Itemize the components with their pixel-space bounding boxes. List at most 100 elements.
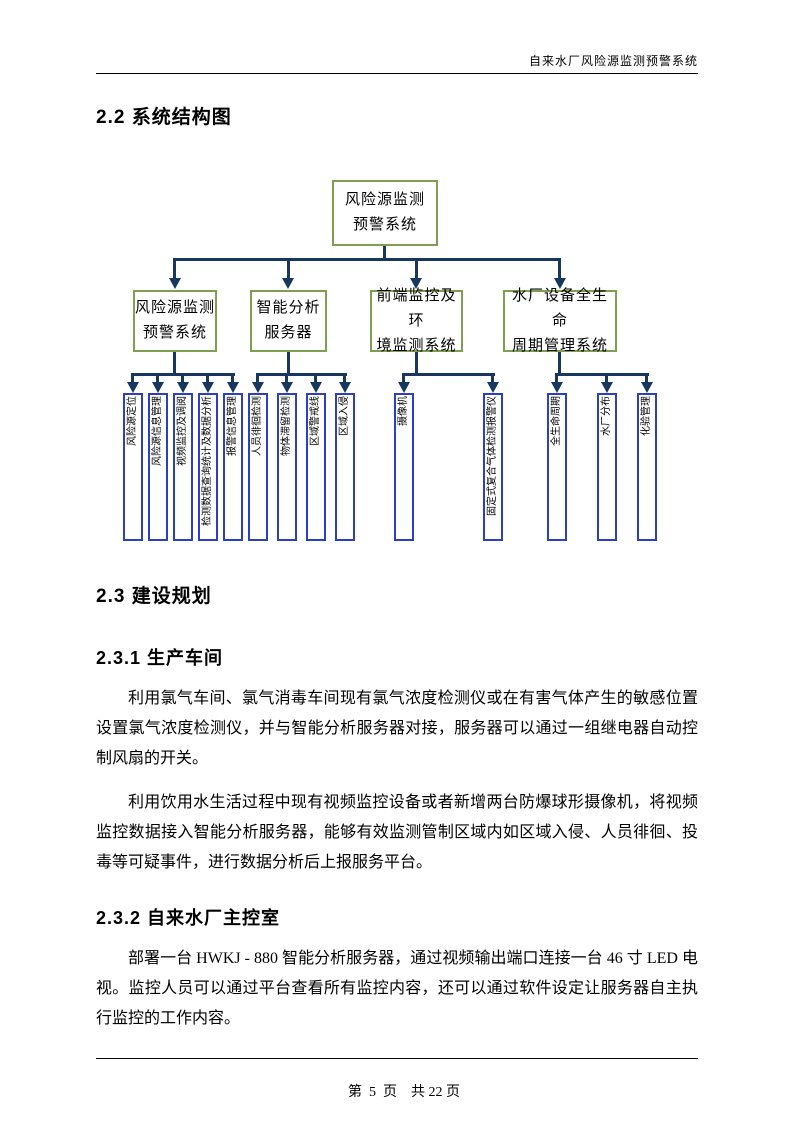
arrow-down-icon (169, 278, 181, 289)
connector-child-drop (605, 376, 608, 383)
org-child-box: 水厂分布 (597, 393, 617, 541)
org-child-label: 风险源定位 (127, 396, 138, 446)
connector-root-stub (383, 246, 386, 258)
org-group-label: 水厂设备全生命 (511, 287, 608, 329)
arrow-down-icon (252, 382, 264, 393)
org-child-box: 摄像机 (394, 393, 414, 541)
arrow-down-icon (554, 278, 566, 289)
doc-footer: 第 5 页 共 22 页 (96, 1058, 698, 1117)
org-child-box: 化验管理 (637, 393, 657, 541)
arrow-down-icon (227, 382, 239, 393)
connector-group-horizontal (256, 373, 347, 376)
connector-drop (558, 261, 561, 278)
org-root-label-line1: 风险源监测 (344, 192, 425, 208)
connector-child-drop (645, 376, 648, 383)
org-child-label: 物体滞留检测 (281, 396, 292, 456)
org-group-label: 前端监控及环 (376, 287, 457, 329)
arrow-down-icon (339, 382, 351, 393)
system-structure-diagram: 风险源监测 预警系统 风险源监测 预警系统 智能分析 服务器 前端监控及环 境监… (0, 173, 793, 551)
connector-child-drop (231, 376, 234, 383)
connector-child-drop (206, 376, 209, 383)
org-child-box: 区域警戒线 (306, 393, 326, 541)
org-child-label: 区域入侵 (339, 396, 350, 436)
arrow-down-icon (398, 382, 410, 393)
connector-root-horizontal (173, 258, 561, 261)
connector-group-stub (558, 352, 561, 373)
org-child-box: 报警信息管理 (223, 393, 243, 541)
org-child-label: 风险源信息管理 (152, 396, 163, 466)
connector-group-stub (173, 352, 176, 373)
arrow-down-icon (641, 382, 653, 393)
doc-header: 自来水厂风险源监测预警系统 (96, 0, 698, 74)
arrow-down-icon (410, 278, 422, 289)
arrow-down-icon (152, 382, 164, 393)
org-child-label: 固定式复合气体检测报警仪 (487, 396, 498, 516)
org-group-label: 智能分析 (256, 300, 321, 316)
org-child-box: 固定式复合气体检测报警仪 (483, 393, 503, 541)
connector-drop (287, 261, 290, 278)
org-child-box: 视频监控及调阅 (173, 393, 193, 541)
org-child-label: 区域警戒线 (310, 396, 321, 446)
arrow-down-icon (202, 382, 214, 393)
header-rule: 自来水厂风险源监测预警系统 (96, 52, 698, 74)
org-group-box-2: 智能分析 服务器 (250, 290, 327, 352)
org-child-label: 水厂分布 (601, 396, 612, 436)
org-root-box: 风险源监测 预警系统 (332, 180, 438, 246)
paragraph: 利用饮用水生活过程中现有视频监控设备或者新增两台防爆球形摄像机，将视频监控数据接… (96, 794, 698, 871)
arrow-down-icon (310, 382, 322, 393)
connector-child-drop (555, 376, 558, 383)
arrow-down-icon (127, 382, 139, 393)
org-child-box: 风险源定位 (123, 393, 143, 541)
paragraph: 部署一台 HWKJ - 880 智能分析服务器，通过视频输出端口连接一台 46 … (96, 950, 698, 1027)
header-title: 自来水厂风险源监测预警系统 (528, 54, 698, 68)
org-child-label: 报警信息管理 (227, 396, 238, 456)
connector-child-drop (285, 376, 288, 383)
org-child-label: 检测数据查询统计及数据分析 (202, 396, 213, 526)
arrow-down-icon (551, 382, 563, 393)
arrow-down-icon (601, 382, 613, 393)
section-heading-2-3-1: 2.3.1 生产车间 (96, 648, 224, 668)
org-child-label: 化验管理 (641, 396, 652, 436)
connector-group-stub (415, 352, 418, 373)
connector-drop (173, 261, 176, 278)
arrow-down-icon (282, 278, 294, 289)
connector-group-horizontal (131, 373, 235, 376)
org-child-box: 区域入侵 (335, 393, 355, 541)
section-heading-2-3-2: 2.3.2 自来水厂主控室 (96, 908, 281, 928)
org-child-box: 风险源信息管理 (148, 393, 168, 541)
connector-group-stub (287, 352, 290, 373)
connector-group-horizontal (402, 373, 495, 376)
arrow-down-icon (281, 382, 293, 393)
org-child-box: 人员徘徊检测 (248, 393, 268, 541)
org-group-box-1: 风险源监测 预警系统 (133, 290, 217, 352)
org-group-label: 境监测系统 (376, 337, 457, 354)
connector-child-drop (156, 376, 159, 383)
arrow-down-icon (177, 382, 189, 393)
org-group-box-4: 水厂设备全生命 周期管理系统 (503, 288, 617, 354)
org-group-label: 周期管理系统 (511, 337, 608, 354)
org-group-label: 预警系统 (142, 325, 207, 341)
connector-child-drop (343, 376, 346, 383)
org-child-label: 摄像机 (398, 396, 409, 426)
org-child-box: 全生命周期 (547, 393, 567, 541)
section-heading-2-2: 2.2 系统结构图 (96, 107, 232, 128)
org-child-box: 物体滞留检测 (277, 393, 297, 541)
connector-child-drop (314, 376, 317, 383)
connector-child-drop (131, 376, 134, 383)
connector-drop (415, 261, 418, 278)
org-child-label: 视频监控及调阅 (177, 396, 188, 466)
connector-child-drop (181, 376, 184, 383)
section-heading-2-3: 2.3 建设规划 (96, 586, 212, 607)
org-root-label-line2: 预警系统 (352, 217, 417, 233)
org-child-box: 检测数据查询统计及数据分析 (198, 393, 218, 541)
paragraph: 利用氯气车间、氯气消毒车间现有氯气浓度检测仪或在有害气体产生的敏感位置设置氯气浓… (96, 690, 698, 767)
org-group-box-3: 前端监控及环 境监测系统 (370, 288, 463, 354)
connector-child-drop (402, 376, 405, 383)
connector-child-drop (256, 376, 259, 383)
page-number: 第 5 页 共 22 页 (348, 1085, 460, 1100)
connector-group-horizontal (555, 373, 649, 376)
arrow-down-icon (487, 382, 499, 393)
org-group-label: 风险源监测 (135, 300, 216, 316)
org-group-label: 服务器 (264, 325, 313, 341)
